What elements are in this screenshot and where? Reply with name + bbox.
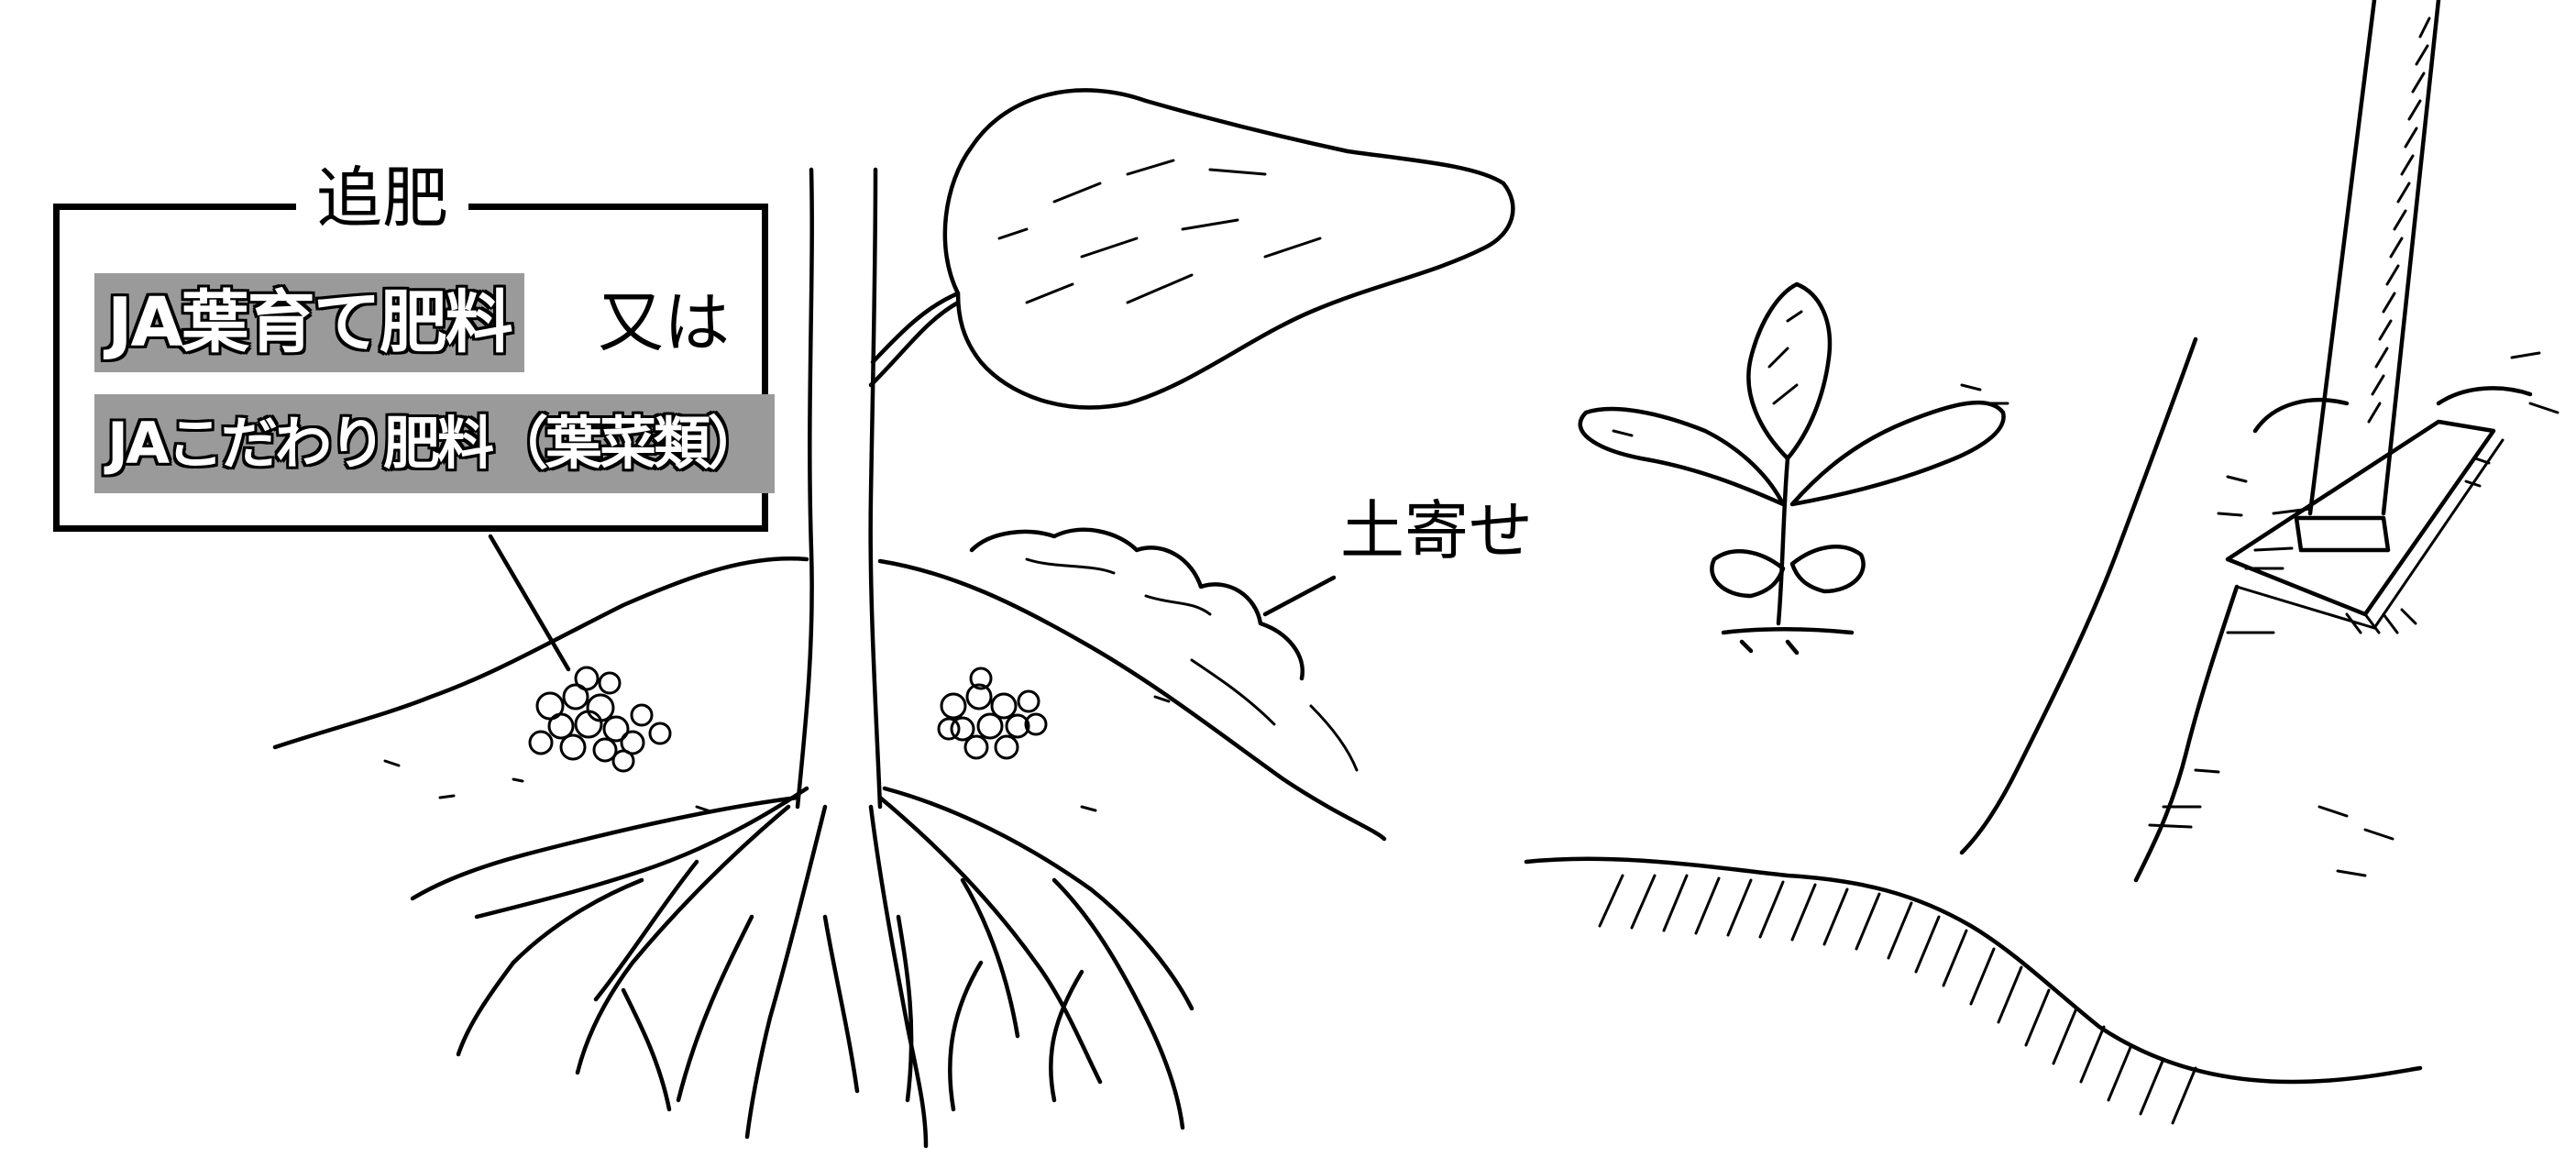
fertilizer-granules-right xyxy=(937,667,1048,760)
furrow-line-right xyxy=(2133,584,2240,883)
seedling-leaf-right xyxy=(1789,400,2006,507)
furrow-line-left xyxy=(1959,336,2198,855)
plant-stem-right-edge xyxy=(868,167,883,810)
stake-hatching xyxy=(2367,17,2431,424)
soil-ridge-left xyxy=(272,556,809,750)
stake-base xyxy=(2294,515,2391,553)
leader-callout xyxy=(488,534,571,672)
stake-left-edge xyxy=(2307,0,2377,516)
leader-earthing xyxy=(1262,575,1337,617)
product-2-label: JAこだわり肥料（葉菜類） xyxy=(94,394,776,493)
plant-stem-left-edge xyxy=(795,167,814,810)
product-1-label: JA葉育て肥料 xyxy=(94,273,524,372)
seedling-leaf-top xyxy=(1746,281,1833,461)
callout-title: 追肥 xyxy=(296,154,469,242)
seedling-stem xyxy=(1776,456,1790,626)
soil-ridge-right xyxy=(877,558,1387,842)
fertilizer-granules-left xyxy=(528,666,672,773)
seedling-cotyledon-right xyxy=(1789,545,1866,594)
stake-footing xyxy=(2225,419,2496,617)
conjunction-label: 又は xyxy=(598,284,731,361)
earthing-mound xyxy=(969,527,1305,681)
field-edge xyxy=(1524,856,2423,1085)
plant-roots xyxy=(410,786,1194,1149)
bank-hatching xyxy=(1598,874,2197,1125)
seedling-cotyledon-left xyxy=(1710,549,1786,599)
earthing-up-label: 土寄せ xyxy=(1340,493,1533,568)
seedling-leaf-left xyxy=(1578,406,1786,507)
stake-right-edge xyxy=(2381,0,2441,516)
plant-leaf xyxy=(942,88,1515,410)
